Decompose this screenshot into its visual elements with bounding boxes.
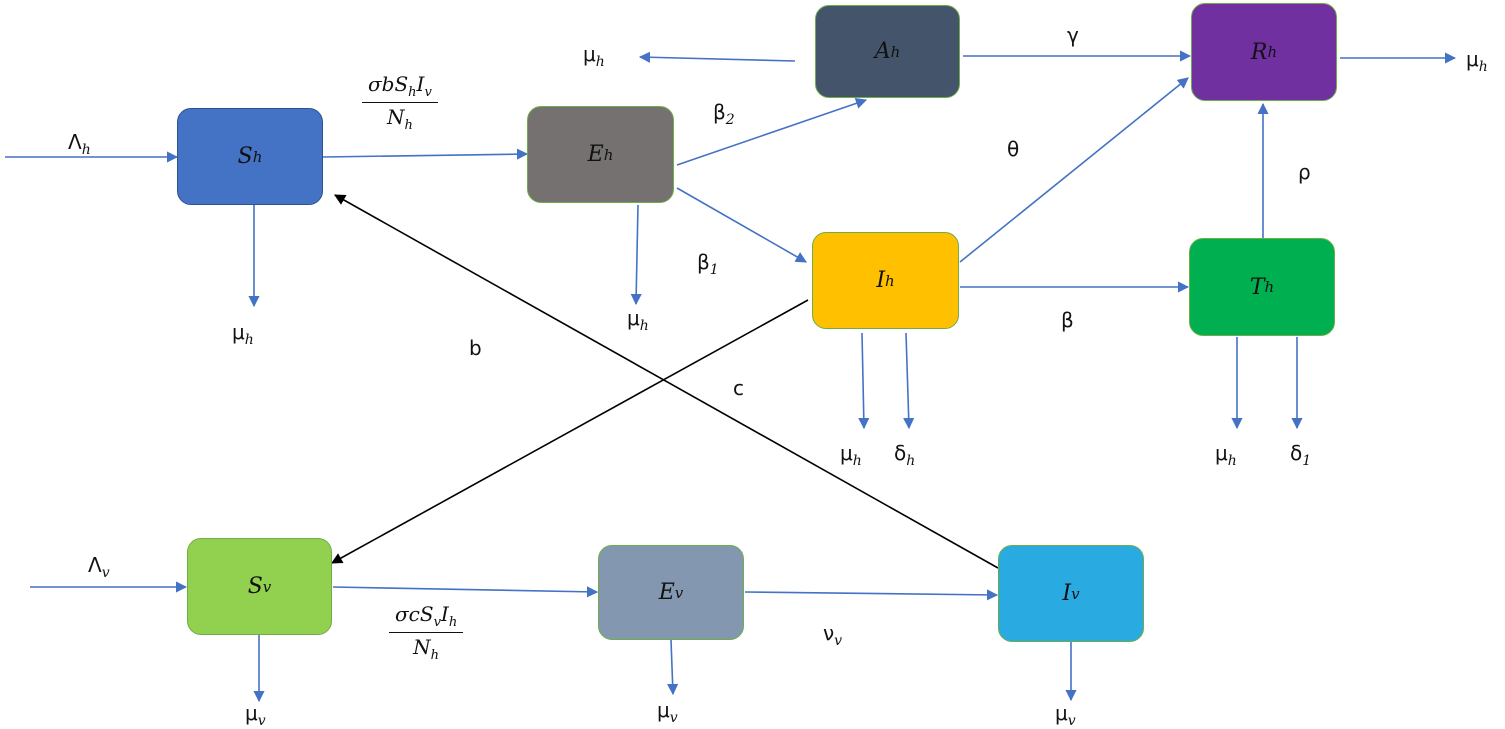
arrow-sh-eh: [322, 148, 529, 160]
label-delta-h: δh: [894, 441, 916, 469]
label-delta-1: δ1: [1290, 441, 1312, 469]
arrow-eh-ah: [676, 97, 868, 166]
arrow-ev-iv: [744, 589, 999, 601]
arrow-eh-death: [630, 204, 642, 306]
arrow-ev-death: [667, 639, 679, 696]
label-b: b: [469, 336, 482, 360]
label-beta2: β2: [713, 100, 735, 128]
label-mu-h-ah: μh: [583, 42, 605, 70]
label-gamma: γ: [1067, 23, 1079, 47]
fraction-human-infection-force: σbShIv Nh: [362, 72, 438, 133]
fraction-vector-infection-force: σcSvIh Nh: [389, 602, 464, 663]
label-theta: θ: [1007, 137, 1020, 161]
arrow-eh-ih: [676, 187, 807, 263]
label-mu-v-sv: μv: [245, 701, 266, 729]
arrow-ih-death: [858, 332, 870, 430]
arrow-iv-sh: [334, 194, 999, 569]
label-mu-v-ev: μv: [657, 698, 678, 726]
label-lambda-v: Λv: [88, 553, 110, 581]
label-mu-v-iv: μv: [1055, 701, 1076, 729]
label-beta1: β1: [697, 250, 719, 278]
label-nu-v: νv: [823, 621, 843, 649]
arrow-ih-rh: [959, 77, 1189, 263]
arrow-ih-disease-death: [903, 332, 915, 430]
arrow-sv-ev: [332, 586, 599, 598]
label-mu-h-ih: μh: [840, 441, 862, 469]
arrow-ih-sv: [331, 299, 809, 564]
label-mu-h-sh: μh: [232, 320, 254, 348]
label-mu-h-th: μh: [1215, 441, 1237, 469]
label-mu-h-rh: μh: [1466, 47, 1488, 75]
label-lambda-h: Λh: [68, 130, 91, 158]
label-c: c: [733, 376, 744, 400]
label-rho: ρ: [1298, 160, 1311, 184]
arrow-ah-death: [638, 51, 796, 63]
label-mu-h-eh: μh: [627, 306, 649, 334]
label-beta: β: [1061, 308, 1074, 332]
